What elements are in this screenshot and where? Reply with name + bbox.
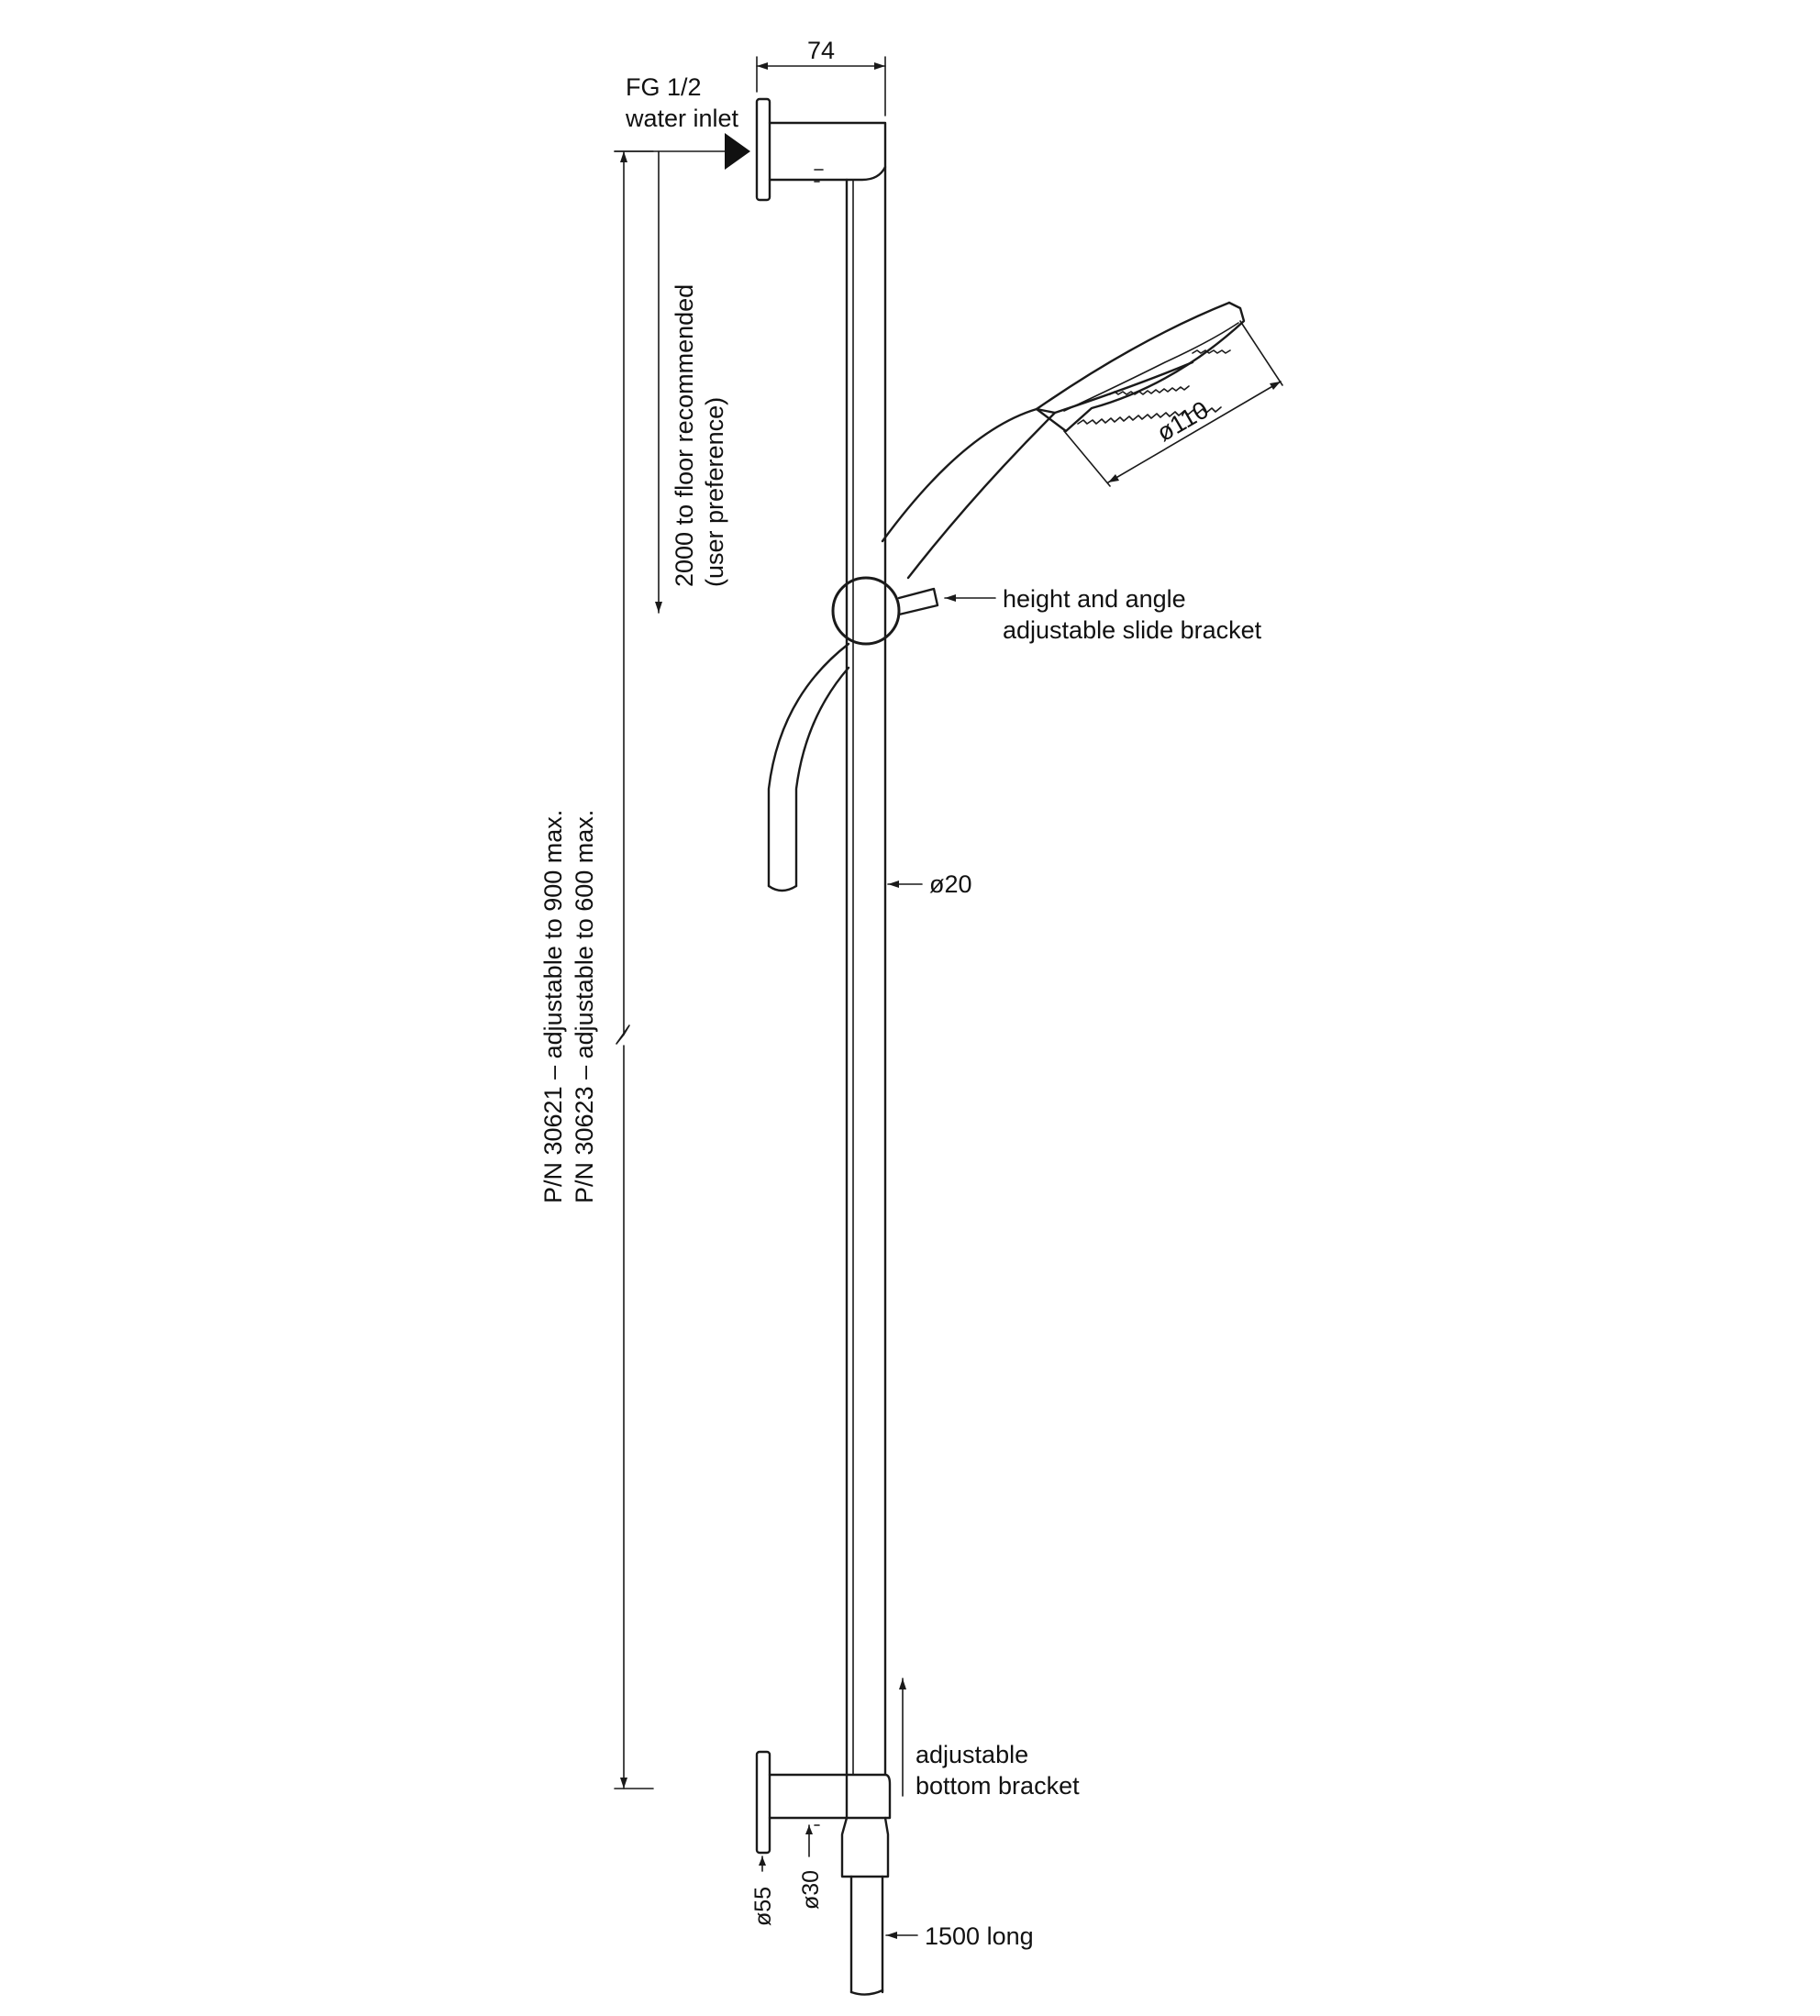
rail-diameter-callout: ø20: [887, 870, 972, 898]
pn-label-line1: P/N 30621 – adjustable to 900 max.: [539, 810, 567, 1203]
inlet-arrow-icon: [725, 133, 750, 170]
rail-diameter-label: ø20: [929, 870, 972, 898]
slide-bracket-label-line2: adjustable slide bracket: [1003, 616, 1262, 644]
inlet-label-line2: water inlet: [625, 105, 739, 132]
bottom-bracket-callout: adjustable bottom bracket: [899, 1678, 1080, 1800]
inlet-label-line1: FG 1/2: [626, 73, 702, 101]
height-note-line2: (user preference): [701, 397, 728, 587]
bottom-bracket-label-line2: bottom bracket: [916, 1772, 1080, 1800]
height-recommendation: 2000 to floor recommended (user preferen…: [655, 150, 728, 614]
rail: [845, 165, 887, 1776]
dimension-width-74: 74: [756, 37, 886, 116]
hose-length-callout: 1500 long: [885, 1922, 1034, 1950]
slide-bracket-callout: height and angle adjustable slide bracke…: [944, 585, 1262, 644]
bottom-bracket-label-line1: adjustable: [916, 1741, 1028, 1768]
total-length-dimension: P/N 30621 – adjustable to 900 max. P/N 3…: [539, 150, 654, 1789]
flange-diameter-callout: ø55: [750, 1855, 776, 1926]
water-inlet-callout: FG 1/2 water inlet: [614, 73, 750, 170]
pn-label-line2: P/N 30623 – adjustable to 600 max.: [571, 810, 598, 1203]
height-note-line1: 2000 to floor recommended: [671, 284, 698, 587]
slide-bracket: [831, 576, 939, 646]
hose-curve: [767, 642, 850, 892]
outlet-diameter-callout: ø30: [798, 1824, 824, 1910]
top-wall-bracket: [755, 97, 887, 202]
hose-length-label: 1500 long: [925, 1922, 1034, 1950]
flange-diameter-label: ø55: [750, 1887, 776, 1926]
width-dimension-label: 74: [807, 37, 835, 64]
hand-shower: [881, 301, 1246, 580]
hose-bottom: [849, 1875, 884, 1996]
slide-bracket-label-line1: height and angle: [1003, 585, 1186, 613]
bottom-wall-bracket: [755, 1750, 892, 1878]
head-diameter-dimension: ø110: [1063, 320, 1283, 487]
outlet-diameter-label: ø30: [798, 1870, 824, 1910]
